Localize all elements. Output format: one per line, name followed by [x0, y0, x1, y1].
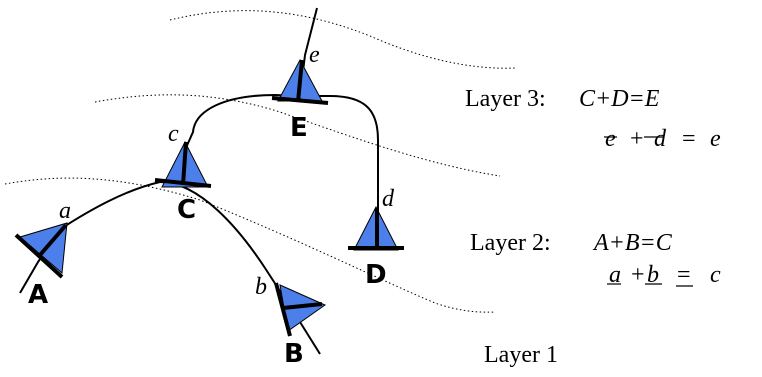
layer3-op-2: = [682, 126, 696, 152]
layer2-op-2: = [677, 262, 691, 288]
point-label-a: a [59, 198, 71, 224]
layer2-point-equation: a + b = c [607, 262, 721, 288]
node-d-label: D [365, 260, 387, 290]
layer-boundary-lower [4, 177, 496, 313]
edge-c-e [184, 93, 301, 151]
node-a-stem [38, 223, 68, 257]
layer2-op-1: + [631, 262, 645, 288]
node-e-label: E [290, 113, 308, 143]
node-c-label: C [177, 195, 196, 225]
node-b-stem [282, 302, 323, 310]
node-b: B [274, 282, 327, 369]
point-label-b: b [255, 274, 267, 300]
layer3-point-equation: e + d = e [604, 126, 721, 152]
node-b-label: B [284, 339, 304, 369]
node-e: E [271, 58, 329, 143]
layer3-point-3: e [710, 126, 721, 152]
layer2-point-3: c [710, 262, 721, 288]
layer2-equation: A+B=C [592, 230, 673, 256]
layer1-title: Layer 1 [484, 342, 558, 368]
layer2-title: Layer 2: [470, 230, 551, 256]
layer2-point-2: b [647, 262, 659, 288]
layer3-point-2: d [654, 126, 667, 152]
point-label-c: c [168, 121, 179, 147]
node-b-base [274, 282, 292, 337]
node-d: D [348, 205, 404, 290]
node-c: C [154, 140, 212, 225]
node-a: A [14, 222, 68, 310]
layer3-point-1: e [605, 126, 616, 152]
layer-boundary-upper [94, 94, 501, 177]
edge-e-d [300, 95, 379, 210]
layer3-op-1: + [630, 126, 644, 152]
layer-boundary-top [169, 10, 516, 69]
layer3-title: Layer 3: [465, 86, 546, 112]
layer3-equation: C+D=E [579, 86, 660, 112]
node-c-stem [181, 141, 188, 186]
layer2-point-1: a [609, 262, 621, 288]
node-a-label: A [28, 280, 48, 310]
point-label-e: e [309, 42, 320, 68]
point-label-d: d [382, 186, 395, 212]
node-e-stem [296, 59, 304, 103]
node-a-base [14, 233, 64, 279]
